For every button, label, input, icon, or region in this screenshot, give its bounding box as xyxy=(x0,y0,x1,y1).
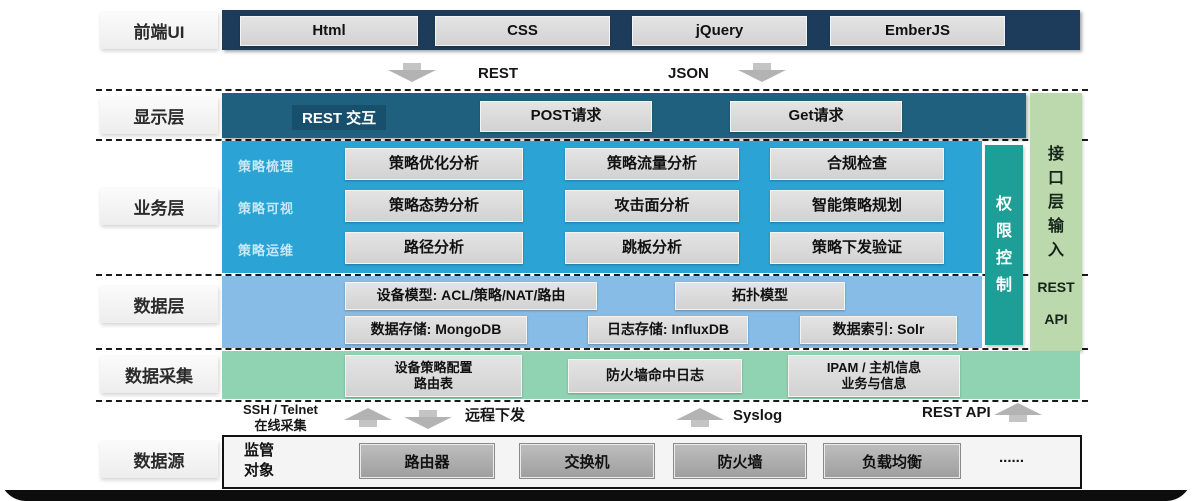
connector-syslog-label: Syslog xyxy=(733,407,783,424)
permission-control-bar: 权限控制 xyxy=(985,145,1023,345)
connector-remote-label: 远程下发 xyxy=(465,407,526,424)
biz-chip: 攻击面分析 xyxy=(565,190,739,222)
data-layer-block: 设备模型: ACL/策略/NAT/路由 拓扑模型 数据存储: MongoDB 日… xyxy=(222,276,982,348)
tech-chip-html: Html xyxy=(240,16,418,46)
biz-rowlabel-2: 策略可视 xyxy=(238,201,295,216)
biz-chip: 策略下发验证 xyxy=(770,232,944,264)
layer-label-business: 业务层 xyxy=(100,188,218,225)
biz-chip: 合规检查 xyxy=(770,148,944,180)
api-input-rest: REST xyxy=(1037,279,1075,295)
display-layer-bar: REST 交互 POST请求 Get请求 xyxy=(222,93,1026,138)
biz-rowlabel-3: 策略运维 xyxy=(238,243,295,258)
biz-chip: 智能策略规划 xyxy=(770,190,944,222)
data-chip-solr: 数据索引: Solr xyxy=(800,316,957,344)
layer-label-data: 数据层 xyxy=(100,286,218,323)
source-chip-loadbalancer: 负载均衡 xyxy=(824,444,960,478)
source-chip-firewall: 防火墙 xyxy=(674,444,806,478)
biz-rowlabel-1: 策略梳理 xyxy=(238,159,295,174)
data-source-box: 监管 对象 路由器 交换机 防火墙 负载均衡 ...... xyxy=(222,435,1082,489)
arrow-down-icon xyxy=(404,410,452,429)
window-frame-bottom xyxy=(0,490,1192,501)
tech-chip-emberjs: EmberJS xyxy=(830,16,1005,46)
arrow-down-icon xyxy=(388,63,436,82)
post-request-chip: POST请求 xyxy=(480,101,652,132)
biz-chip: 路径分析 xyxy=(345,232,523,264)
get-request-chip: Get请求 xyxy=(730,101,902,132)
dashed-separator xyxy=(96,400,1088,402)
arrow-up-icon xyxy=(676,408,724,427)
tech-chip-jquery: jQuery xyxy=(632,16,807,46)
dashed-separator xyxy=(96,348,1088,350)
dashed-separator xyxy=(96,274,1088,276)
data-chip-device-model: 设备模型: ACL/策略/NAT/路由 xyxy=(345,282,597,310)
dashed-separator xyxy=(96,89,1088,91)
source-more-ellipsis: ...... xyxy=(999,449,1025,466)
api-input-api: API xyxy=(1044,311,1068,327)
source-chip-switch: 交换机 xyxy=(520,444,654,478)
data-chip-mongodb: 数据存储: MongoDB xyxy=(345,316,527,344)
api-input-bar: 接口层输入 REST API xyxy=(1030,93,1082,351)
collection-chip-ipam: IPAM / 主机信息 业务与信息 xyxy=(788,355,960,397)
layer-label-collection: 数据采集 xyxy=(100,356,218,393)
connector-restapi-label: REST API xyxy=(922,404,991,421)
connector-json-label: JSON xyxy=(668,65,709,82)
data-chip-topology: 拓扑模型 xyxy=(675,282,845,310)
data-chip-influxdb: 日志存储: InfluxDB xyxy=(588,316,748,344)
biz-chip: 策略流量分析 xyxy=(565,148,739,180)
business-layer-block: 策略梳理 策略可视 策略运维 策略优化分析 策略流量分析 合规检查 策略态势分析… xyxy=(222,141,982,273)
frontend-ui-bar: Html CSS jQuery EmberJS xyxy=(222,10,1080,50)
api-input-title: 接口层输入 xyxy=(1047,146,1064,259)
biz-chip: 跳板分析 xyxy=(565,232,739,264)
tech-chip-css: CSS xyxy=(435,16,610,46)
supervised-objects-label: 监管 对象 xyxy=(244,442,275,480)
data-collection-bar: 设备策略配置 路由表 防火墙命中日志 IPAM / 主机信息 业务与信息 xyxy=(222,351,1080,399)
arrow-up-icon xyxy=(994,403,1042,422)
arrow-down-icon xyxy=(738,63,786,82)
rest-interaction-label: REST 交互 xyxy=(292,105,387,130)
source-chip-router: 路由器 xyxy=(360,444,494,478)
arrow-up-icon xyxy=(344,408,392,427)
biz-chip: 策略优化分析 xyxy=(345,148,523,180)
connector-ssh-label: SSH / Telnet 在线采集 xyxy=(243,402,318,433)
collection-chip-firewall-log: 防火墙命中日志 xyxy=(568,359,742,393)
layer-label-source: 数据源 xyxy=(100,441,218,478)
biz-chip: 策略态势分析 xyxy=(345,190,523,222)
layer-label-display: 显示层 xyxy=(100,97,218,134)
collection-chip-device-policy: 设备策略配置 路由表 xyxy=(345,355,522,397)
layer-label-frontend: 前端UI xyxy=(100,12,218,49)
permission-control-label: 权限控制 xyxy=(995,195,1012,295)
dashed-separator xyxy=(96,139,1088,141)
connector-rest-label: REST xyxy=(478,65,519,82)
